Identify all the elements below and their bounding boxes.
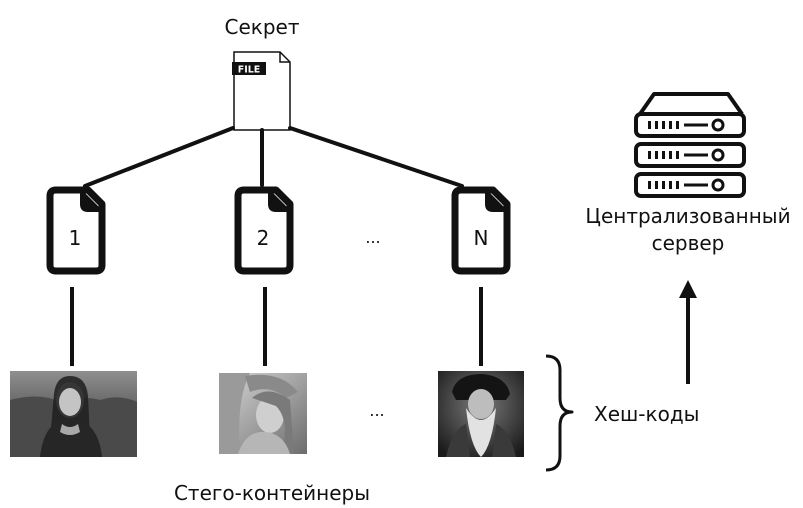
file-badge-text: FILE bbox=[238, 65, 261, 76]
brace-icon bbox=[545, 354, 574, 472]
connector-left bbox=[83, 126, 235, 188]
connector-right bbox=[288, 126, 464, 188]
server-label-line2: сервер bbox=[652, 231, 725, 255]
fragments-ellipsis: ... bbox=[365, 228, 380, 247]
fragment-label-2: 2 bbox=[257, 226, 270, 250]
fragment-document-n: N bbox=[451, 186, 511, 275]
containers-ellipsis: ... bbox=[369, 401, 384, 420]
fragment-label-1: 1 bbox=[69, 226, 82, 250]
file-badge bbox=[232, 62, 266, 75]
stego-containers-caption: Стего-контейнеры bbox=[174, 481, 370, 505]
tree-connectors bbox=[83, 126, 464, 188]
fragment-label-n: N bbox=[474, 226, 489, 250]
fragment-document-1: 1 bbox=[46, 186, 106, 275]
leonardo-portrait-image bbox=[438, 371, 524, 457]
file-icon: FILE bbox=[232, 51, 291, 131]
server-label-line1: Централизованный bbox=[585, 204, 790, 228]
lena-image bbox=[219, 373, 307, 454]
server-icon bbox=[634, 92, 746, 198]
hash-codes-label: Хеш-коды bbox=[594, 402, 699, 426]
mona-lisa-image bbox=[10, 371, 137, 457]
container-connectors bbox=[70, 287, 483, 366]
secret-label: Секрет bbox=[225, 15, 300, 39]
fragment-document-2: 2 bbox=[234, 186, 294, 275]
upload-arrow-icon bbox=[679, 280, 697, 384]
